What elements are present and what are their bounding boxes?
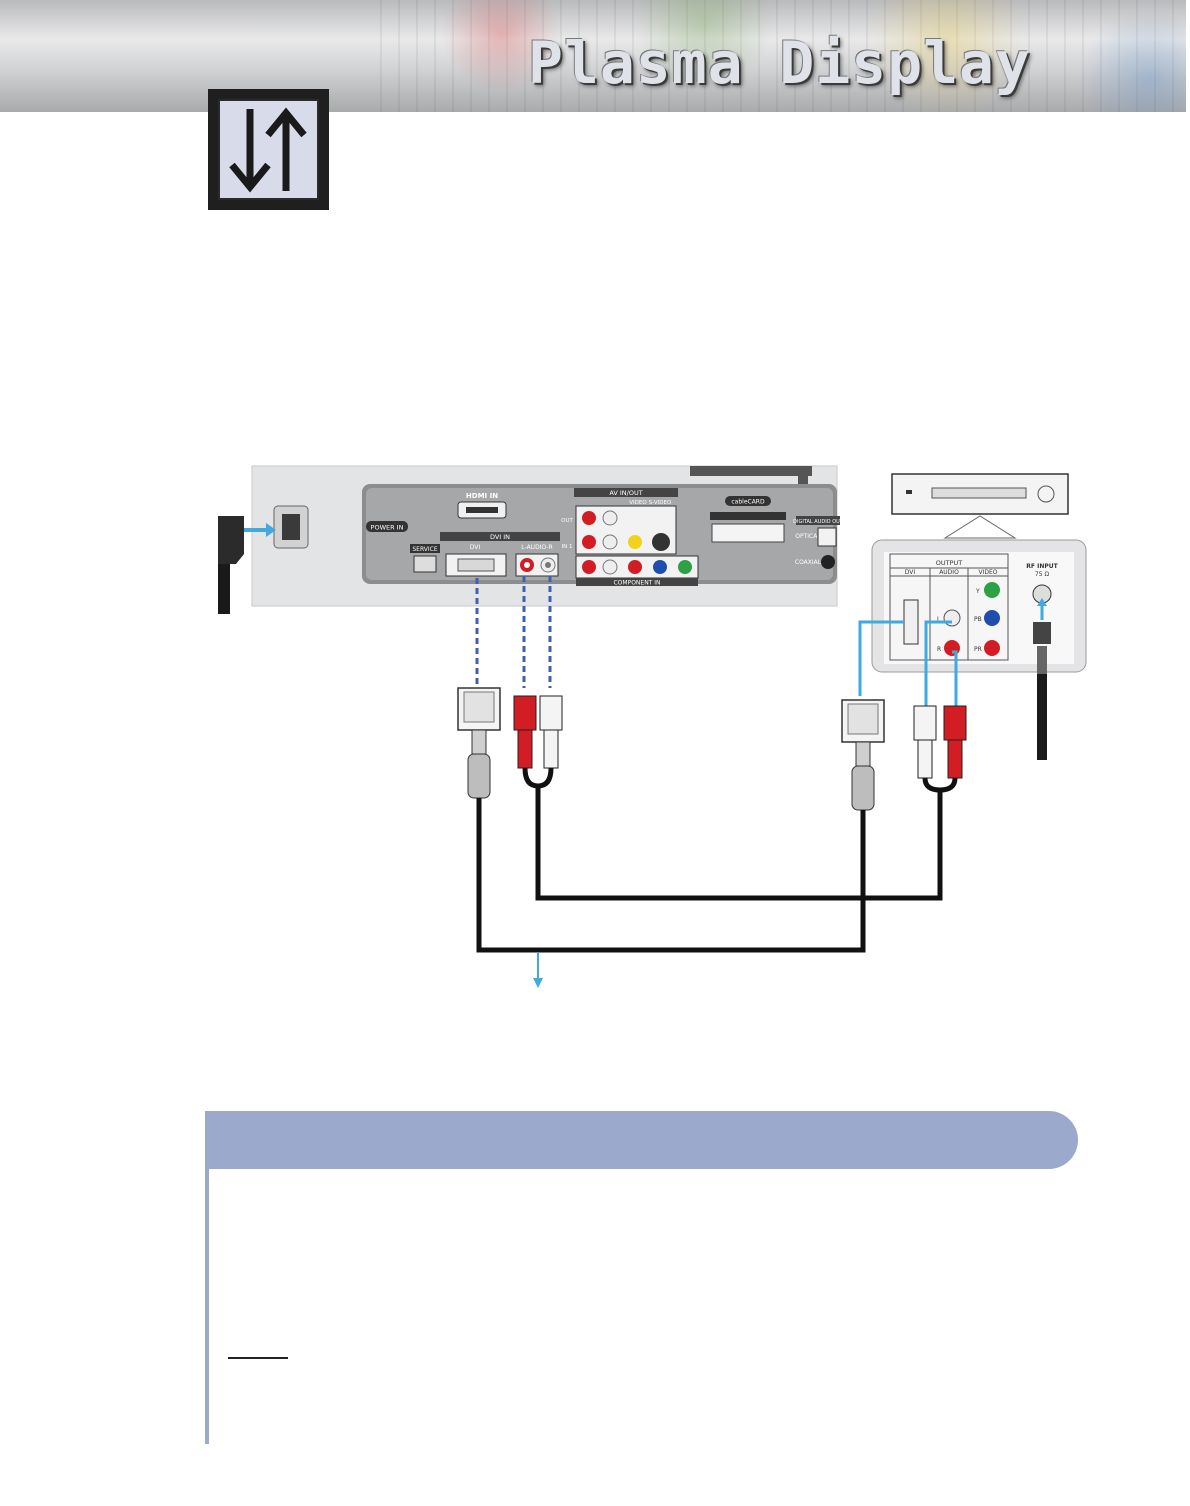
component-in-label: COMPONENT IN [613,580,660,587]
page-title: Plasma Display [528,29,1031,97]
page-edge [1186,0,1190,1506]
tv-rear-panel: POWER IN HDMI IN DVI IN DVI L-AUDIO-R SE… [218,465,844,614]
av-in-out-label: AV IN/OUT [609,489,642,497]
device-r-label: R [937,646,941,653]
note-header-band [205,1111,1078,1169]
power-in-socket [273,505,309,549]
note-underline [228,1357,288,1359]
digital-audio-out-label: DIGITAL AUDIO OUT [793,519,844,525]
coaxial-label: COAXIAL [795,559,822,566]
header-artwork [380,0,1190,112]
power-in-label: POWER IN [371,524,404,532]
device-connection-links [858,620,958,706]
device-dvi-port [903,599,919,645]
source-device-icon [891,473,1069,539]
connection-section-icon [208,89,329,210]
device-audio-label: AUDIO [939,569,959,576]
rca-plugs-right [913,705,967,779]
cablecard-label: cableCARD [731,499,765,506]
device-video-label: VIDEO [978,569,997,576]
service-label: SERVICE [412,546,438,553]
page-header: Plasma Display [0,0,1190,112]
device-output-label: OUTPUT [936,559,963,567]
rf-input-label: RF INPUT [1026,563,1058,570]
device-pb-label: PB [974,616,982,623]
connection-diagram: POWER IN HDMI IN DVI IN DVI L-AUDIO-R SE… [218,465,1087,988]
device-pr-label: PR [974,646,982,653]
hdmi-in-label: HDMI IN [466,492,498,500]
tv-dvi-label: DVI [470,544,481,551]
tv-audio-ports [515,553,559,577]
cablecard-slot [710,512,786,520]
dvi-plug-right [841,699,885,811]
dvi-plug-left [457,687,501,799]
signal-arrow-icon [533,953,543,988]
rf-ohm-label: 75 Ω [1035,571,1050,578]
tv-connection-links [475,576,552,688]
av-s-video-label: S-VIDEO [649,500,672,506]
up-down-arrows-icon [229,107,307,193]
tv-audio-label: L-AUDIO-R [521,544,552,551]
av-video-label: VIDEO [629,500,647,506]
optical-label: OPTICAL [795,533,821,540]
hdmi-in-port [466,507,498,513]
rca-plugs-left [513,695,563,769]
antenna-cable [1033,598,1051,760]
device-dvi-label: DVI [905,569,916,576]
black-cables [476,767,958,953]
power-cord-icon [218,516,276,614]
av-out-label: OUT [561,518,573,524]
av-in1-label: IN 1 [562,544,573,550]
device-y-label: Y [975,588,980,595]
device-l-label: L [937,616,941,623]
device-output-panel: OUTPUT DVI AUDIO VIDEO L R Y PB PR RF IN… [871,539,1087,673]
dvi-in-label: DVI IN [490,533,510,541]
note-side-rule [205,1169,209,1444]
